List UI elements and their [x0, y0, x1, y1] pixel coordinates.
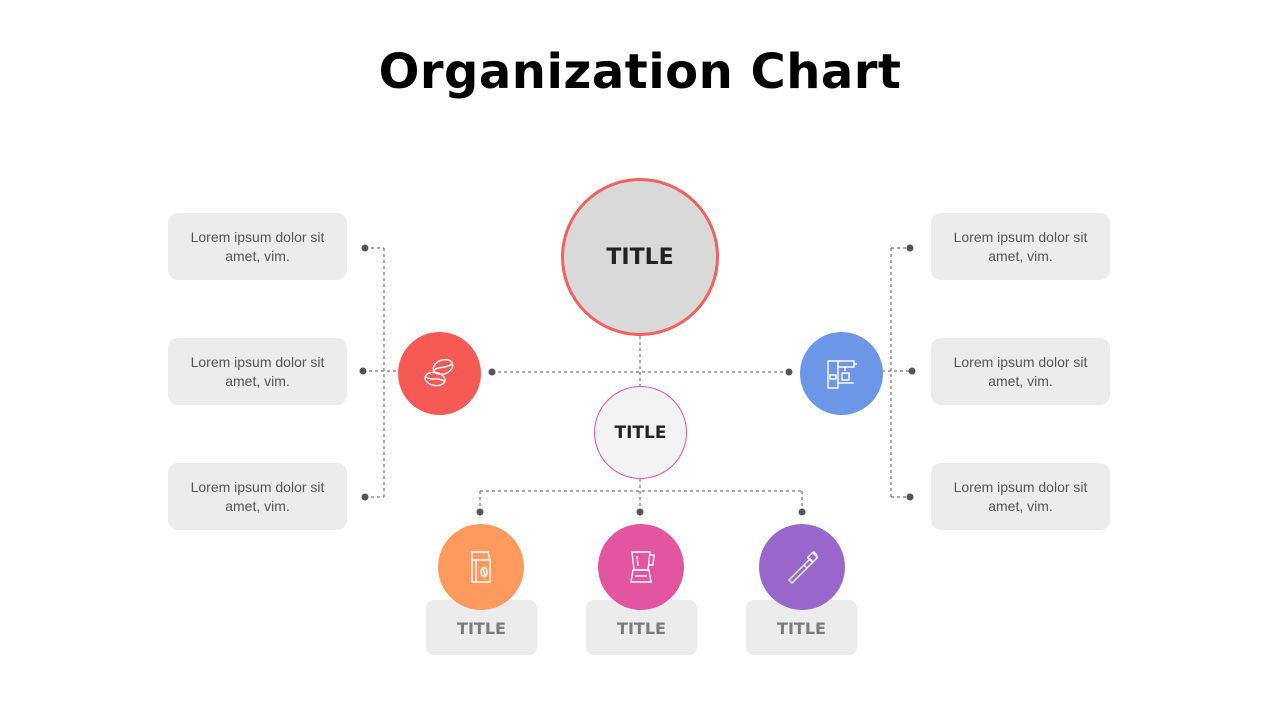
bottom-node-3	[759, 524, 845, 610]
bottom-node-1	[438, 524, 524, 610]
connector-dot	[785, 368, 793, 376]
main-node-label: TITLE	[606, 244, 674, 270]
connector-dot	[636, 508, 644, 516]
connector-dot	[906, 493, 914, 501]
left-item-1: Lorem ipsum dolor sit amet, vim.	[168, 213, 347, 280]
coffee-beans-icon	[423, 358, 453, 386]
center-node: TITLE	[594, 386, 687, 479]
connector-dot	[359, 367, 367, 375]
coffee-bag-icon	[471, 551, 491, 583]
left-item-2: Lorem ipsum dolor sit amet, vim.	[168, 338, 347, 405]
left-hub-node	[398, 332, 481, 415]
right-item-1: Lorem ipsum dolor sit amet, vim.	[931, 213, 1110, 280]
portafilter-icon	[788, 551, 819, 584]
center-node-label: TITLE	[614, 422, 667, 443]
connector-dot	[908, 367, 916, 375]
connector-dot	[906, 244, 914, 252]
connector-dot	[798, 508, 806, 516]
connector-dot	[476, 508, 484, 516]
connector-dot	[488, 368, 496, 376]
bottom-node-2	[598, 524, 684, 610]
right-hub-node	[800, 332, 883, 415]
coffee-machine-icon	[826, 359, 857, 389]
main-node: TITLE	[561, 178, 719, 336]
page-title: Organization Chart	[378, 44, 902, 100]
left-item-3: Lorem ipsum dolor sit amet, vim.	[168, 463, 347, 530]
connector-dot	[361, 493, 369, 501]
right-item-2: Lorem ipsum dolor sit amet, vim.	[931, 338, 1110, 405]
blender-icon	[630, 551, 655, 583]
right-item-3: Lorem ipsum dolor sit amet, vim.	[931, 463, 1110, 530]
connector-dot	[361, 244, 369, 252]
